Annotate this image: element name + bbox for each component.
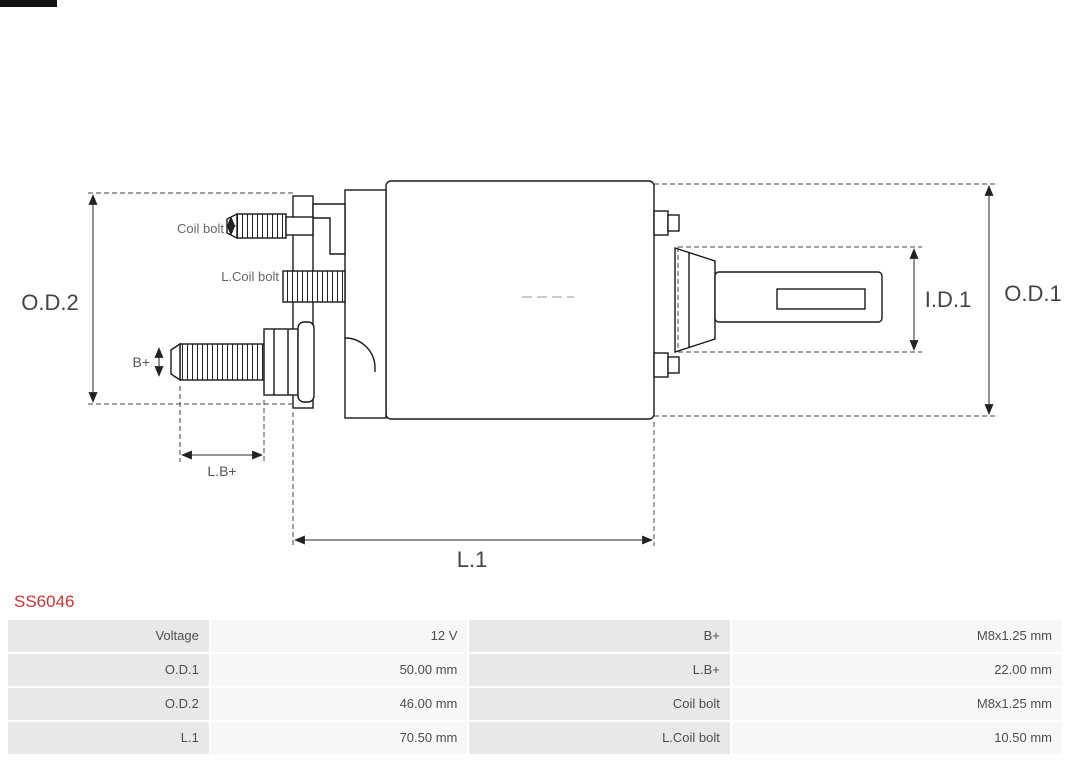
dim-l-b-plus: L.B+ [179, 386, 265, 479]
spec-table: Voltage 12 V B+ M8x1.25 mm O.D.1 50.00 m… [8, 620, 1062, 754]
upper-bracket [312, 203, 346, 255]
bplus-tip [170, 342, 181, 382]
logo-strip [0, 0, 57, 7]
label-coil-bolt: Coil bolt [177, 221, 224, 236]
spec-value: 10.50 mm [731, 722, 1062, 754]
dim-l-coil-bolt: L.Coil bolt [221, 269, 279, 284]
bplus-washer [297, 321, 315, 403]
dim-coil-bolt: Coil bolt [177, 216, 236, 236]
coil-thread-bush [282, 270, 346, 303]
coil-bolt-shank [285, 216, 314, 236]
spec-value: M8x1.25 mm [731, 620, 1062, 652]
spec-label: Coil bolt [469, 688, 730, 720]
part-number: SS6046 [14, 592, 75, 611]
spec-label: L.1 [8, 722, 209, 754]
dim-b-plus: B+ [132, 347, 164, 377]
body-can [385, 180, 655, 420]
label-l-coil-bolt: L.Coil bolt [221, 269, 279, 284]
spec-value: 22.00 mm [731, 654, 1062, 686]
spec-label: L.B+ [469, 654, 730, 686]
bplus-nut [263, 328, 299, 396]
dim-od2: O.D.2 [21, 192, 293, 405]
label-l1: L.1 [457, 547, 488, 572]
spec-label: O.D.2 [8, 688, 209, 720]
spec-value: 12 V [210, 620, 468, 652]
terminal-bottom [653, 352, 669, 378]
coil-bolt-tip [226, 212, 238, 240]
label-l-b-plus: L.B+ [207, 463, 236, 479]
dim-id1: I.D.1 [677, 246, 971, 353]
label-id1: I.D.1 [925, 287, 971, 312]
shaft-slot [776, 288, 866, 310]
spec-label: O.D.1 [8, 654, 209, 686]
solenoid-diagram: O.D.2 O.D.1 I.D.1 Coil bolt L.Coil bolt … [21, 180, 1062, 572]
label-od2: O.D.2 [21, 290, 78, 315]
spec-value: 50.00 mm [210, 654, 468, 686]
spec-label: L.Coil bolt [469, 722, 730, 754]
terminal-top [653, 210, 669, 236]
flange-curve [344, 337, 376, 372]
spec-label: B+ [469, 620, 730, 652]
body-cap [344, 189, 387, 419]
coil-bolt-stud [236, 213, 287, 239]
bplus-stud [179, 343, 265, 381]
solenoid-body [170, 180, 883, 420]
label-od1: O.D.1 [1004, 281, 1061, 306]
spec-value: M8x1.25 mm [731, 688, 1062, 720]
label-b-plus: B+ [132, 354, 150, 370]
spec-value: 46.00 mm [210, 688, 468, 720]
dim-od1: O.D.1 [654, 183, 1062, 417]
spec-value: 70.50 mm [210, 722, 468, 754]
front-cone [674, 247, 716, 353]
dim-l1: L.1 [292, 412, 655, 572]
spec-label: Voltage [8, 620, 209, 652]
